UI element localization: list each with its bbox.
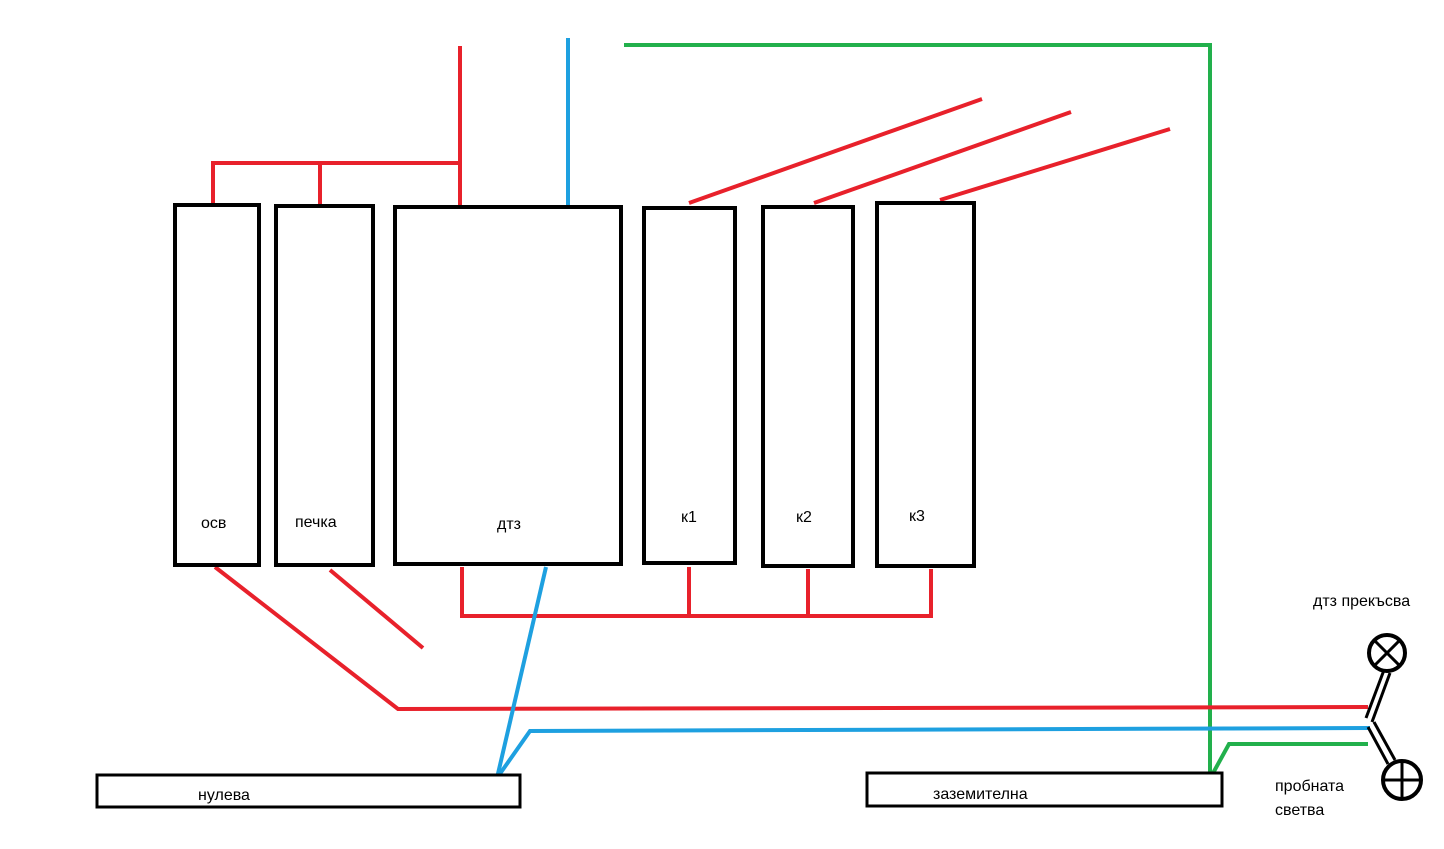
phase-feed-bus-top (211, 161, 460, 204)
k1-load-wire (688, 97, 983, 205)
k3-load-wire (939, 127, 1171, 202)
lamp-top-lead-a (1364, 669, 1386, 719)
breaker-label-pechka: печка (295, 514, 337, 531)
lamp-bottom-lead-a (1366, 726, 1390, 765)
earth-wire (624, 43, 1212, 775)
breaker-label-dtz: дтз (497, 516, 521, 533)
test-earth-wire (1210, 742, 1368, 776)
breaker-k1 (642, 206, 737, 565)
lamp-top-icon (1367, 633, 1407, 673)
neutral-bus-bar (95, 773, 522, 809)
lamp-bottom-caption-line2: светва (1275, 802, 1324, 819)
breaker-k3 (875, 201, 976, 568)
dtz-output-bus (460, 567, 933, 618)
pechka-load-wire (328, 568, 425, 650)
test-phase-wire (213, 565, 1369, 712)
breaker-dtz (393, 205, 623, 566)
lamp-top-lead-b (1370, 672, 1392, 723)
lamp-top-caption: дтз прекъсва (1313, 593, 1410, 610)
breaker-label-k1: к1 (681, 509, 697, 526)
breaker-k2 (761, 205, 855, 568)
test-lamp-assembly (1364, 633, 1423, 801)
test-neutral-wire (495, 726, 1371, 780)
neutral-bus-label: нулева (198, 787, 250, 804)
breaker-label-k3: к3 (909, 508, 925, 525)
lamp-bottom-caption-line1: пробната (1275, 778, 1344, 795)
breaker-label-k2: к2 (796, 509, 812, 526)
breaker-pechka (274, 204, 375, 567)
k2-load-wire (813, 110, 1072, 205)
earth-bus-bar (865, 771, 1224, 808)
breaker-osv (173, 203, 261, 567)
lamp-bottom-lead-b (1372, 721, 1397, 761)
breaker-label-osv: осв (201, 515, 226, 532)
earth-bus-label: заземителна (933, 786, 1028, 803)
dtz-neutral-wire (495, 566, 548, 779)
lamp-bottom-icon (1381, 759, 1423, 801)
